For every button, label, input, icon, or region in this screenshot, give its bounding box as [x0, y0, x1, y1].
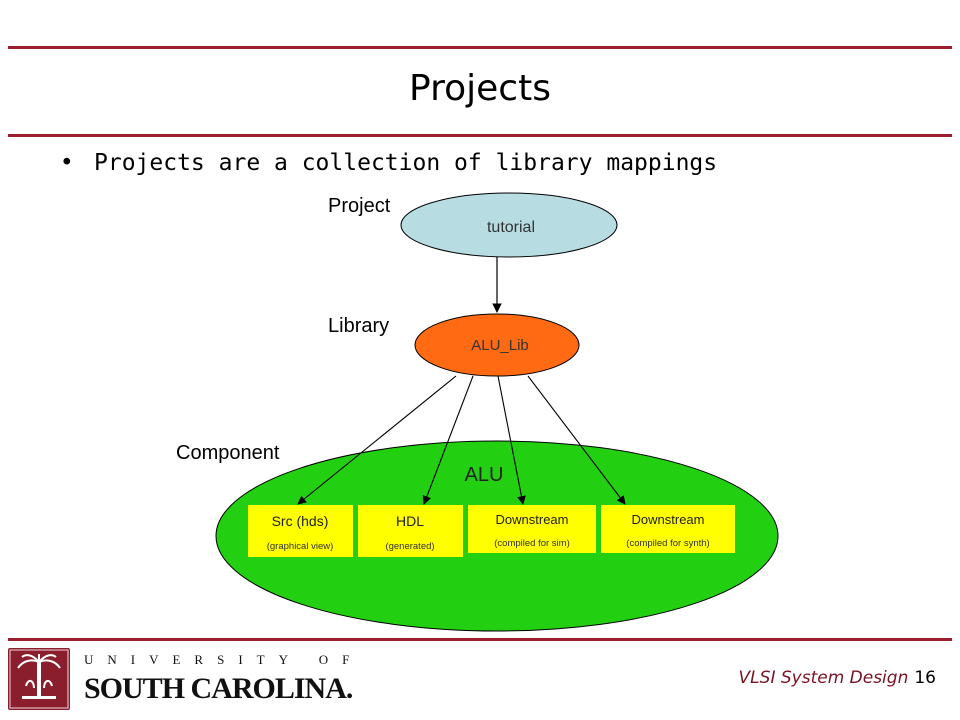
- box-downstream-sim-title: Downstream: [496, 512, 569, 527]
- arrow-library-to-synth: [527, 375, 626, 505]
- arrow-library-to-hdl: [422, 375, 474, 505]
- box-hdl-title: HDL: [396, 513, 424, 529]
- top-rule: [8, 46, 952, 49]
- arrow-library-to-src: [297, 375, 457, 505]
- level-label-library: Library: [328, 315, 389, 337]
- footer-rule: [8, 638, 952, 641]
- page-number: 16: [914, 668, 936, 688]
- university-logo: UNIVERSITY OF SOUTH CAROLINA.: [8, 648, 353, 712]
- library-node-shape: [414, 313, 580, 377]
- level-label-project: Project: [328, 195, 391, 217]
- library-node-label: ALU_Lib: [471, 337, 529, 354]
- course-name: VLSI System Design: [738, 668, 909, 688]
- box-downstream-synth: Downstream (compiled for synth): [601, 505, 735, 553]
- component-node-label: ALU: [465, 464, 504, 486]
- logo-university-of: UNIVERSITY OF: [84, 652, 364, 667]
- bullet-text: Projects are a collection of library map…: [94, 150, 718, 176]
- box-src-hds-subtitle: (graphical view): [267, 541, 334, 552]
- slide-title: Projects: [409, 68, 551, 109]
- box-downstream-synth-title: Downstream: [632, 512, 705, 527]
- box-hdl-subtitle: (generated): [385, 541, 434, 552]
- project-node-label: tutorial: [487, 219, 535, 236]
- box-downstream-synth-subtitle: (compiled for synth): [626, 538, 709, 549]
- box-downstream-sim: Downstream (compiled for sim): [468, 505, 596, 553]
- title-underline-rule: [8, 134, 952, 137]
- bullet-mark: •: [60, 150, 74, 176]
- logo-south-carolina: SOUTH CAROLINA.: [84, 672, 353, 705]
- box-downstream-sim-subtitle: (compiled for sim): [494, 538, 570, 549]
- arrow-library-to-sim: [497, 375, 526, 505]
- level-label-component: Component: [176, 442, 280, 464]
- project-node-shape: [400, 192, 618, 258]
- palmetto-tree-icon: [8, 648, 70, 710]
- box-hdl: HDL (generated): [358, 505, 463, 557]
- box-src-hds-title: Src (hds): [272, 513, 329, 529]
- box-src-hds: Src (hds) (graphical view): [248, 505, 353, 557]
